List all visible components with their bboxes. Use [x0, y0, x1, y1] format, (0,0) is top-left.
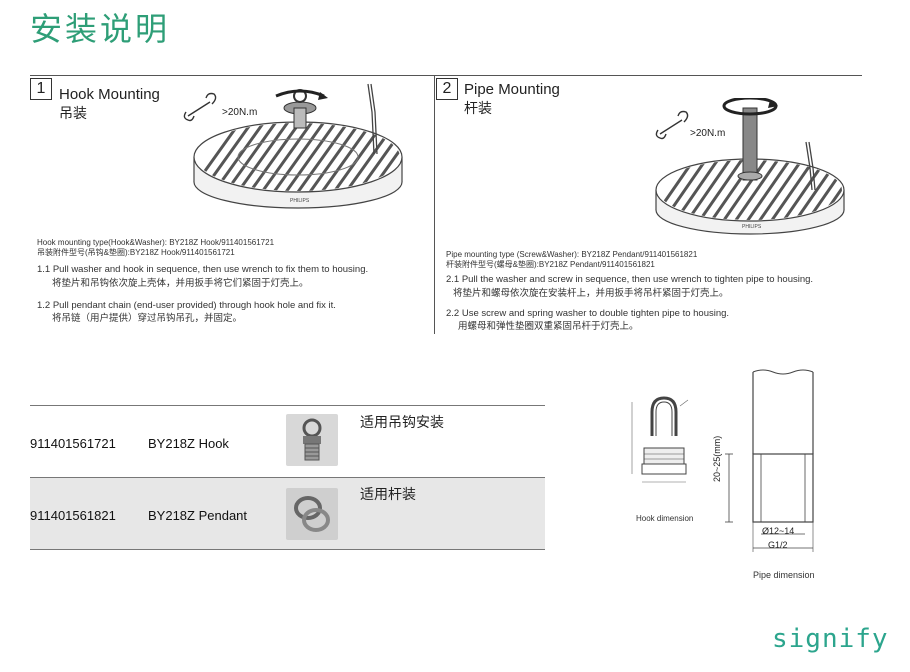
product-code: 911401561821: [30, 508, 116, 523]
section-2-number: 2: [436, 78, 458, 100]
section-1-step2-cn: 将吊链（用户提供）穿过吊钩吊孔，并固定。: [52, 313, 243, 324]
usage-note: 适用杆装: [360, 487, 416, 503]
product-model: BY218Z Hook: [148, 436, 229, 451]
housing-brand-mark: PHILIPS: [742, 224, 762, 230]
pipe-thread-label: G1/2: [768, 540, 788, 550]
section-1-step2-en: 1.2 Pull pendant chain (end-user provide…: [37, 300, 336, 311]
table-row: 911401561821 BY218Z Pendant 适用杆装: [30, 477, 545, 550]
housing-brand-mark: PHILIPS: [290, 198, 310, 204]
section-1-title: Hook Mounting: [59, 86, 160, 103]
section-2-type-cn: 杆装附件型号(螺母&垫圈):BY218Z Pendant/91140156182…: [446, 260, 655, 269]
section-2-subtitle: 杆装: [464, 100, 492, 116]
section-divider: [30, 75, 862, 76]
pipe-dimension-drawing: [725, 369, 814, 552]
section-1-type-cn: 吊装附件型号(吊钩&垫圈):BY218Z Hook/911401561721: [37, 248, 235, 257]
section-1-step1-cn: 将垫片和吊钩依次旋上壳体，并用扳手将它们紧固于灯壳上。: [52, 278, 309, 289]
pipe-diameter-label: Ø12~14: [762, 526, 795, 536]
product-code: 911401561721: [30, 436, 116, 451]
section-1-type-en: Hook mounting type(Hook&Washer): BY218Z …: [37, 238, 275, 247]
pipe-mounting-illustration: PHILIPS: [655, 98, 845, 235]
pipe-dimension-caption: Pipe dimension: [753, 570, 815, 580]
section-2-torque: >20N.m: [690, 128, 726, 139]
section-2-step1-cn: 将垫片和螺母依次旋在安装杆上，并用扳手将吊杆紧固于灯壳上。: [453, 288, 729, 299]
wrench-icon: [655, 110, 689, 140]
usage-note: 适用吊钩安装: [360, 415, 444, 431]
section-2-title: Pipe Mounting: [464, 81, 560, 98]
section-2-step1-en: 2.1 Pull the washer and screw in sequenc…: [446, 274, 814, 285]
washer-accessory-icon: [286, 488, 338, 540]
hook-accessory-icon: [286, 414, 338, 466]
signify-logo: signify: [772, 624, 889, 654]
column-divider: [434, 76, 435, 334]
section-1-torque: >20N.m: [222, 107, 258, 118]
section-1-subtitle: 吊装: [59, 105, 87, 121]
section-1-step1-en: 1.1 Pull washer and hook in sequence, th…: [37, 264, 369, 275]
table-row: 911401561721 BY218Z Hook 适用吊钩安装: [30, 405, 545, 477]
hook-mounting-illustration: PHILIPS: [183, 83, 403, 209]
pipe-height-label: 20~25(mm): [712, 435, 722, 482]
section-2-step2-cn: 用螺母和弹性垫圈双重紧固吊杆于灯壳上。: [458, 321, 639, 332]
wrench-icon: [183, 92, 217, 122]
section-2-step2-en: 2.2 Use screw and spring washer to doubl…: [446, 308, 730, 319]
hook-dimension-drawing: [631, 396, 689, 483]
page-title: 安装说明: [30, 10, 171, 48]
section-2-type-en: Pipe mounting type (Screw&Washer): BY218…: [446, 250, 698, 259]
product-model: BY218Z Pendant: [148, 508, 248, 523]
hook-dimension-caption: Hook dimension: [636, 514, 694, 523]
section-1-number: 1: [30, 78, 52, 100]
